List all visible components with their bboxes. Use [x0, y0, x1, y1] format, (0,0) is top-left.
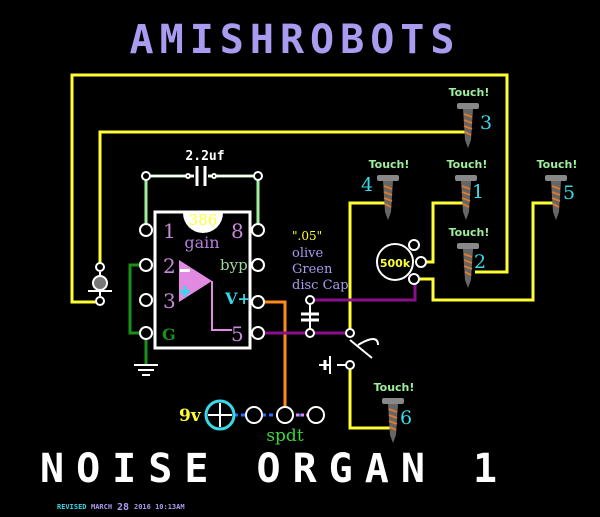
svg-text:2: 2: [163, 254, 176, 278]
potentiometer-500k[interactable]: 500k: [376, 239, 427, 285]
svg-text:3: 3: [163, 289, 176, 313]
screw-number: 3: [480, 112, 492, 134]
screw-number: 1: [472, 181, 484, 203]
gain-label: gain: [184, 233, 219, 252]
screw-number: 2: [474, 251, 486, 273]
svg-text:V+: V+: [224, 289, 251, 308]
touch-label: Touch!: [369, 158, 410, 171]
touch-label: Touch!: [374, 381, 415, 394]
svg-text:9v: 9v: [179, 406, 202, 426]
screw-number: 6: [400, 407, 412, 429]
touch-screw-3[interactable]: Touch! 3: [449, 86, 493, 148]
touch-screw-5[interactable]: Touch! 5: [537, 158, 578, 220]
svg-text:8: 8: [231, 219, 244, 243]
svg-text:2016 10:13AM: 2016 10:13AM: [134, 503, 185, 511]
subtitle: NOISE ORGAN 1: [40, 446, 509, 492]
svg-text:G: G: [162, 325, 176, 344]
touch-screw-1[interactable]: Touch! 1: [447, 158, 488, 220]
chip-name: 386: [189, 211, 218, 229]
svg-text:Green: Green: [292, 262, 333, 277]
battery-icon: [319, 356, 331, 374]
cap-label: 2.2uf: [185, 149, 224, 164]
svg-text:byp: byp: [220, 256, 248, 274]
svg-text:REVISED: REVISED: [57, 503, 87, 511]
touch-label: Touch!: [447, 158, 488, 171]
svg-text:5: 5: [231, 322, 244, 346]
touch-screw-6[interactable]: Touch! 6: [374, 381, 415, 443]
touch-wires: [70, 73, 556, 430]
svg-text:1: 1: [163, 219, 176, 243]
svg-text:28: 28: [117, 502, 129, 513]
touch-screw-2[interactable]: Touch! 2: [449, 226, 490, 288]
disc-capacitor: ".05" olive Green disc Cap: [292, 229, 349, 338]
touch-label: Touch!: [537, 158, 578, 171]
capacitor-2-2uf: 2.2uf: [141, 149, 263, 230]
svg-text:MARCH: MARCH: [91, 503, 112, 511]
svg-text:spdt: spdt: [266, 426, 303, 446]
screw-number: 4: [361, 174, 373, 196]
touch-screw-4[interactable]: Touch! 4: [361, 158, 409, 220]
lm386-chip: 386 gain 1 2 3 8 5 byp V+ G: [139, 210, 265, 350]
svg-text:olive: olive: [292, 246, 323, 261]
svg-text:disc Cap: disc Cap: [292, 278, 349, 293]
ground-icon: [134, 364, 158, 376]
spdt-switch[interactable]: [337, 328, 379, 370]
title: AMISHROBOTS: [130, 17, 461, 63]
revised-date: REVISED MARCH 28 2016 10:13AM: [57, 502, 185, 513]
touch-label: Touch!: [449, 226, 490, 239]
svg-text:500k: 500k: [380, 257, 411, 270]
led-icon: [88, 262, 112, 306]
touch-label: Touch!: [449, 86, 490, 99]
svg-text:".05": ".05": [292, 229, 322, 243]
battery-9v-connector: 9v spdt: [179, 399, 325, 446]
screw-number: 5: [563, 182, 575, 204]
